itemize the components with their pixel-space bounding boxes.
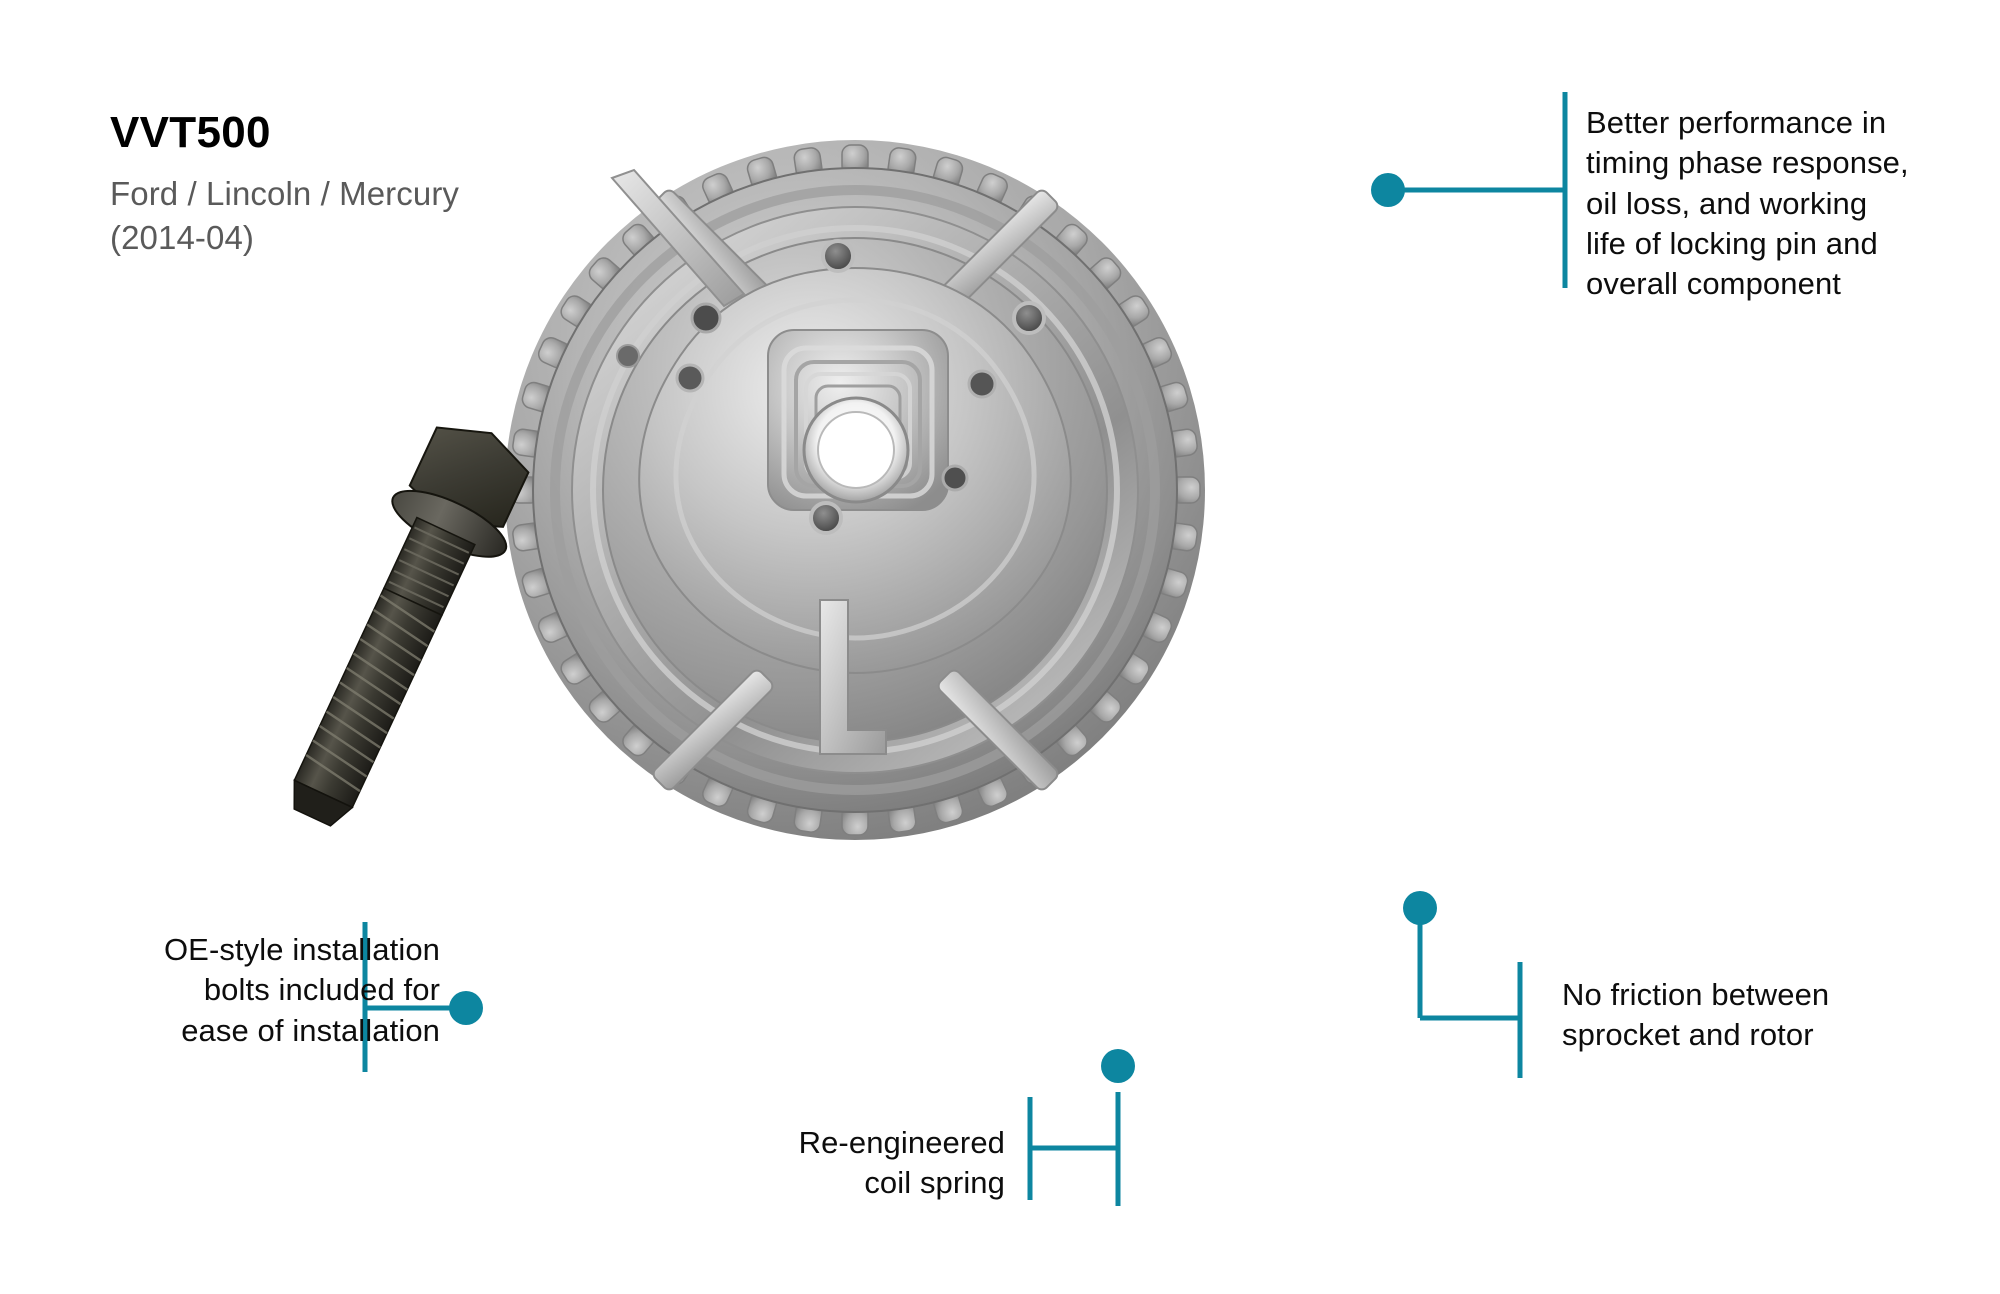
callout-label-friction: No friction between sprocket and rotor <box>1562 977 1830 1053</box>
anchor-dot-performance <box>1371 173 1405 207</box>
anchor-dot-bolts <box>449 991 483 1025</box>
vehicle-makes-label: Ford / Lincoln / Mercury <box>110 175 460 213</box>
hub-terraces <box>767 329 949 511</box>
anchor-dot-coil-spring <box>1101 1049 1135 1083</box>
title-block: VVT500 Ford / Lincoln / Mercury (2014-04… <box>110 108 730 259</box>
rotor-vanes <box>652 189 1059 791</box>
callout-leader-performance <box>1395 92 1568 288</box>
rotor-bolt-holes <box>616 239 1046 535</box>
callout-anchor-dots <box>449 173 1437 1083</box>
callout-label-bolts: OE-style installation bolts included for… <box>163 932 440 1048</box>
callout-label-performance: Better performance in timing phase respo… <box>1586 105 1909 302</box>
page-title: VVT500 <box>110 108 271 157</box>
center-bore <box>802 396 910 504</box>
locking-pin-tab <box>819 599 887 755</box>
anchor-dot-friction <box>1403 891 1437 925</box>
model-years-label: (2014-04) <box>110 218 254 256</box>
callout-leader-friction <box>1417 918 1523 1078</box>
rotor-face <box>602 237 1108 743</box>
callout-leader-coil-spring <box>1027 1092 1121 1206</box>
callout-label-coil-spring: Re-engineered coil spring <box>798 1125 1005 1201</box>
rotor-spider-plate <box>638 266 1072 674</box>
installation-bolt <box>293 426 530 827</box>
sprocket-body <box>532 167 1178 813</box>
